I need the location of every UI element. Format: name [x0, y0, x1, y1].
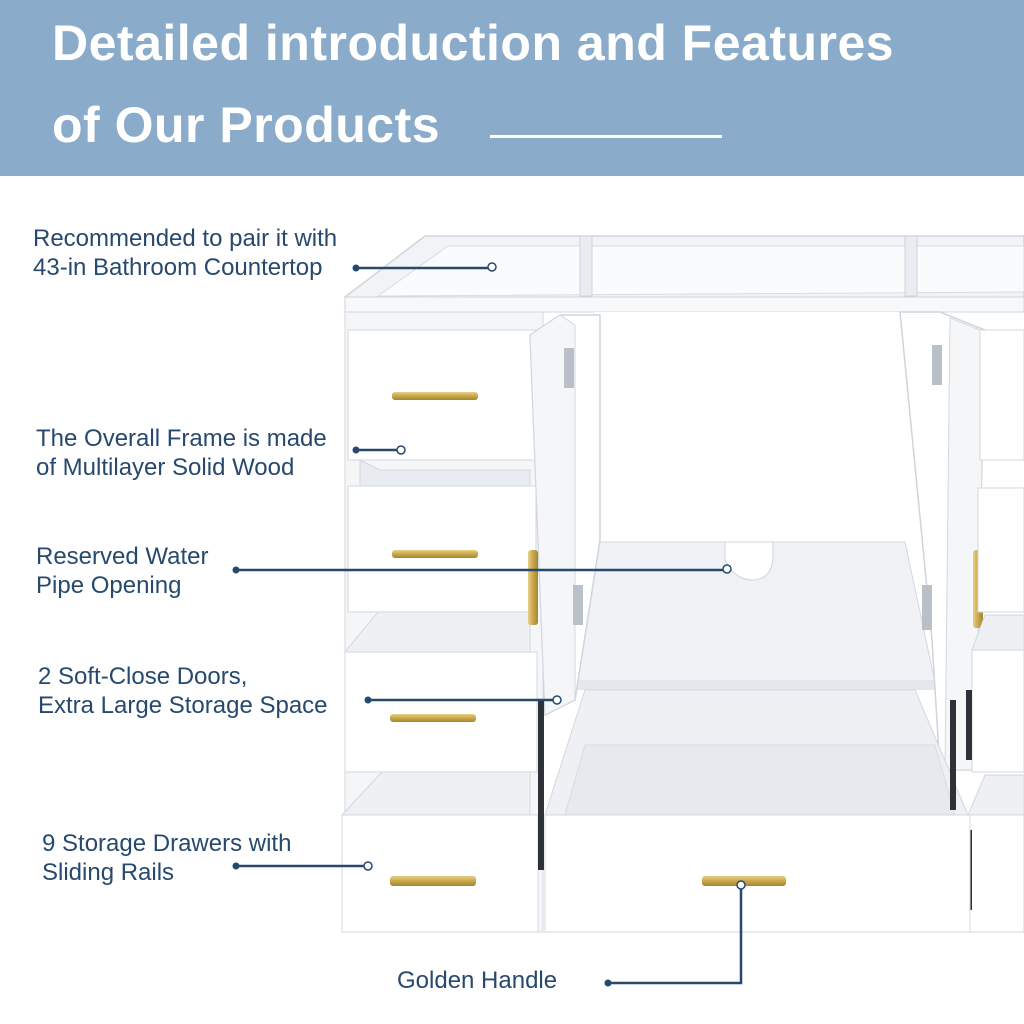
callout-markers — [232, 262, 746, 987]
callout-handle: Golden Handle — [397, 966, 557, 995]
callout-handle-line1: Golden Handle — [397, 967, 558, 994]
center-cabinet-space — [574, 312, 936, 690]
callout-drawers-line2: Sliding Rails — [42, 859, 175, 886]
callout-drawers: 9 Storage Drawers with Sliding Rails — [42, 829, 291, 887]
callout-doors-line2: Extra Large Storage Space — [38, 692, 328, 719]
callout-pipe: Reserved Water Pipe Opening — [36, 542, 209, 600]
callout-leader-lines — [236, 266, 743, 985]
callout-doors: 2 Soft-Close Doors, Extra Large Storage … — [38, 662, 328, 720]
callout-countertop-line1: Recommended to pair it with — [33, 225, 338, 252]
marker-dot — [604, 979, 612, 987]
leader-line-handle — [608, 885, 743, 985]
marker-ring — [552, 695, 562, 705]
marker-dot — [232, 862, 240, 870]
callout-countertop-line2: 43-in Bathroom Countertop — [33, 254, 323, 281]
callout-pipe-line1: Reserved Water — [36, 543, 209, 570]
page-title-line-1: Detailed introduction and Features — [52, 15, 895, 71]
marker-dot — [364, 696, 372, 704]
header-banner: Detailed introduction and Features of Ou… — [0, 0, 1024, 176]
callout-frame-line2: of Multilayer Solid Wood — [36, 454, 295, 481]
marker-ring — [487, 262, 497, 272]
callout-doors-line1: 2 Soft-Close Doors, — [38, 663, 248, 690]
page-title-line-2: of Our Products — [52, 97, 441, 153]
marker-ring — [363, 861, 373, 871]
callout-countertop: Recommended to pair it with 43-in Bathro… — [33, 224, 337, 282]
title-underline — [490, 135, 722, 138]
left-drawer-column — [340, 311, 544, 933]
marker-dot — [232, 566, 240, 574]
callout-frame-line1: The Overall Frame is made — [36, 425, 327, 452]
left-door — [528, 314, 601, 717]
callout-pipe-line2: Pipe Opening — [36, 572, 182, 599]
marker-dot — [352, 446, 360, 454]
marker-ring — [722, 564, 732, 574]
callout-frame: The Overall Frame is made of Multilayer … — [36, 424, 327, 482]
center-bottom-drawer — [538, 689, 971, 933]
marker-ring — [736, 880, 746, 890]
marker-ring — [396, 445, 406, 455]
callout-drawers-line1: 9 Storage Drawers with — [42, 830, 292, 857]
cabinet-top-frame — [343, 235, 1024, 313]
marker-dot — [352, 264, 360, 272]
